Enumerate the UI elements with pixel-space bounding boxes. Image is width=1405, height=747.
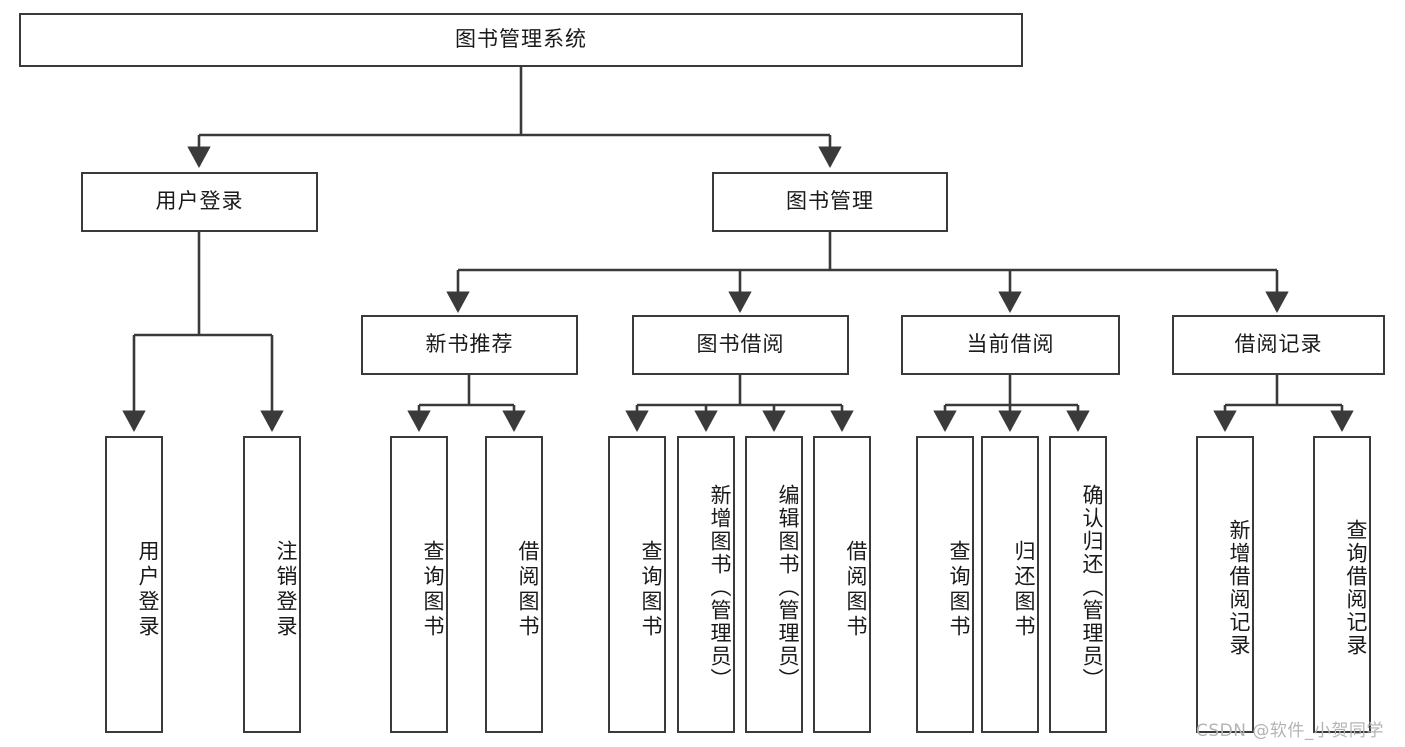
node-leaf-borrow-add[interactable]: 新增图书（管理员） xyxy=(677,436,735,733)
node-book-manage[interactable]: 图书管理 xyxy=(712,172,948,232)
node-leaf-cur-confirm[interactable]: 确认归还（管理员） xyxy=(1049,436,1107,733)
node-leaf-user-login-label: 用户登录 xyxy=(136,539,160,640)
node-leaf-cur-confirm-label: 确认归还（管理员） xyxy=(1080,484,1104,691)
node-borrow-record-label: 借阅记录 xyxy=(1234,332,1323,357)
node-leaf-rec-borrow-label: 借阅图书 xyxy=(516,539,540,640)
node-root[interactable]: 图书管理系统 xyxy=(19,13,1023,67)
node-leaf-borrow-lend[interactable]: 借阅图书 xyxy=(813,436,871,733)
node-new-book-rec-label: 新书推荐 xyxy=(425,332,514,357)
node-book-manage-label: 图书管理 xyxy=(786,189,874,214)
node-leaf-borrow-lend-label: 借阅图书 xyxy=(844,539,868,640)
node-leaf-user-logout[interactable]: 注销登录 xyxy=(243,436,301,733)
node-leaf-cur-query[interactable]: 查询图书 xyxy=(916,436,974,733)
node-leaf-record-search-label: 查询借阅记录 xyxy=(1344,518,1368,657)
node-leaf-record-add[interactable]: 新增借阅记录 xyxy=(1196,436,1254,733)
node-new-book-rec[interactable]: 新书推荐 xyxy=(361,315,578,375)
node-user-login[interactable]: 用户登录 xyxy=(81,172,318,232)
watermark: CSDN @软件_小贺同学 xyxy=(1196,721,1384,741)
node-leaf-rec-borrow[interactable]: 借阅图书 xyxy=(485,436,543,733)
node-leaf-record-search[interactable]: 查询借阅记录 xyxy=(1313,436,1371,733)
node-root-label: 图书管理系统 xyxy=(455,27,587,52)
node-leaf-user-logout-label: 注销登录 xyxy=(274,539,298,640)
node-leaf-borrow-edit[interactable]: 编辑图书（管理员） xyxy=(745,436,803,733)
node-leaf-user-login[interactable]: 用户登录 xyxy=(105,436,163,733)
node-leaf-record-add-label: 新增借阅记录 xyxy=(1227,518,1251,657)
node-leaf-rec-query[interactable]: 查询图书 xyxy=(390,436,448,733)
node-current-borrow[interactable]: 当前借阅 xyxy=(901,315,1120,375)
node-leaf-cur-query-label: 查询图书 xyxy=(947,539,971,640)
node-leaf-borrow-query[interactable]: 查询图书 xyxy=(608,436,666,733)
node-current-borrow-label: 当前借阅 xyxy=(966,332,1055,357)
node-leaf-cur-return[interactable]: 归还图书 xyxy=(981,436,1039,733)
node-leaf-rec-query-label: 查询图书 xyxy=(421,539,445,640)
node-book-borrow[interactable]: 图书借阅 xyxy=(632,315,849,375)
node-leaf-borrow-edit-label: 编辑图书（管理员） xyxy=(776,484,800,691)
node-leaf-borrow-query-label: 查询图书 xyxy=(639,539,663,640)
node-leaf-borrow-add-label: 新增图书（管理员） xyxy=(708,484,732,691)
node-book-borrow-label: 图书借阅 xyxy=(696,332,785,357)
node-user-login-label: 用户登录 xyxy=(155,189,244,214)
node-borrow-record[interactable]: 借阅记录 xyxy=(1172,315,1385,375)
node-leaf-cur-return-label: 归还图书 xyxy=(1012,539,1036,640)
